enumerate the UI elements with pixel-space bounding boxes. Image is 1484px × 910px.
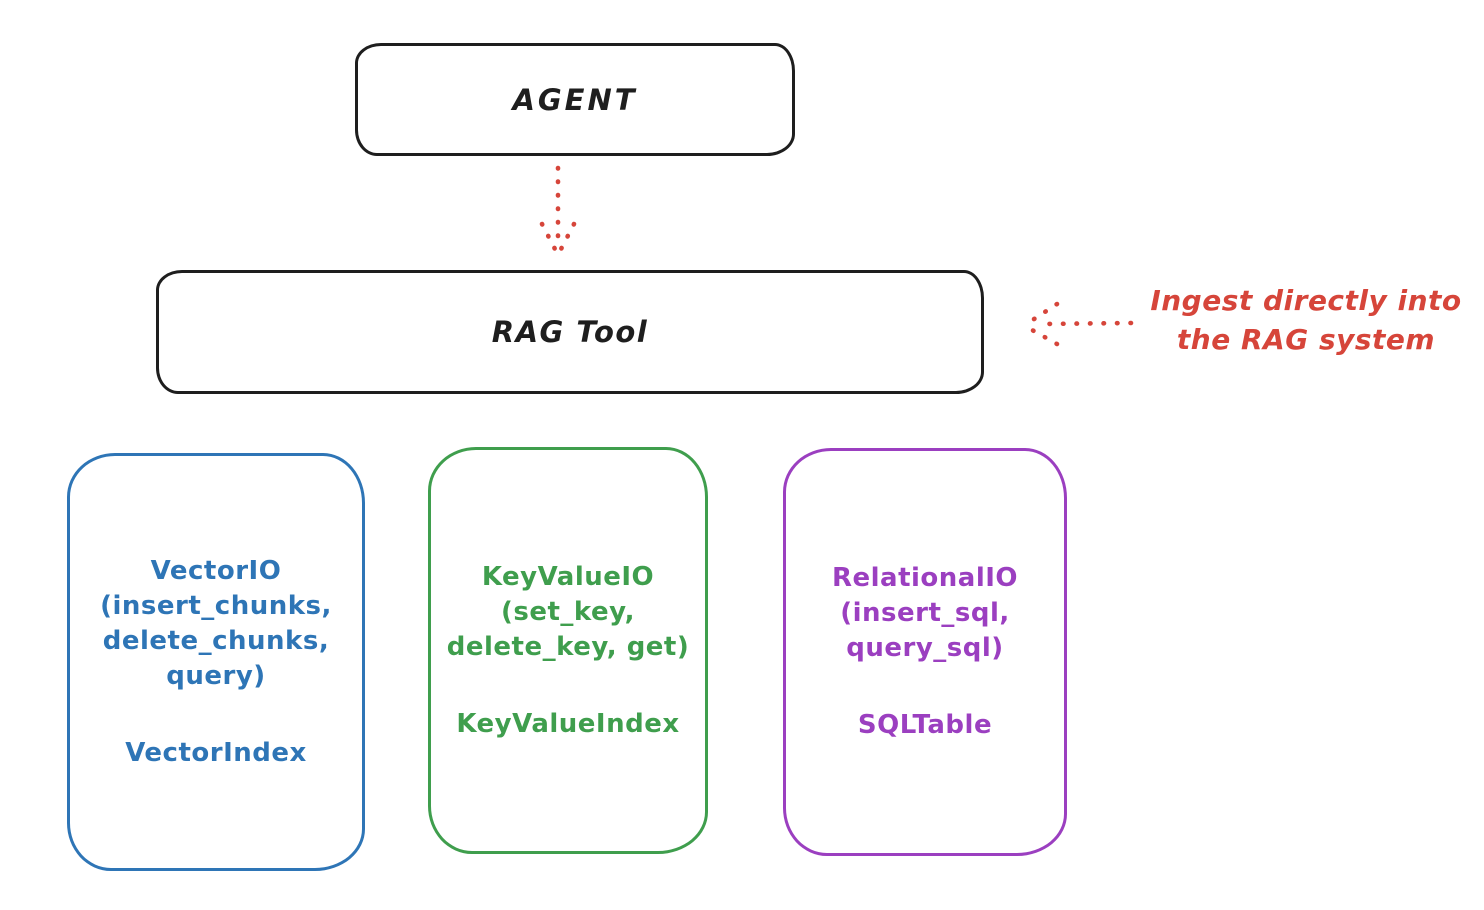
- relational-io-title-line: (insert_sql,: [840, 598, 1010, 628]
- relational-io-node: RelationalIO (insert_sql, query_sql) SQL…: [783, 448, 1067, 856]
- vector-io-title: VectorIO (insert_chunks, delete_chunks, …: [100, 554, 332, 694]
- vector-io-index-label: VectorIndex: [125, 737, 307, 768]
- keyvalue-io-title-line: KeyValueIO: [481, 561, 655, 592]
- agent-node-label: AGENT: [512, 82, 638, 117]
- ingest-annotation: Ingest directly into the RAG system: [1132, 281, 1480, 359]
- relational-io-title-line: query_sql): [846, 633, 1004, 663]
- annotation-to-ragtool-arrow: [1022, 301, 1134, 347]
- vector-io-title-line: VectorIO: [150, 555, 282, 586]
- vector-io-title-line: (insert_chunks,: [100, 590, 332, 621]
- agent-to-ragtool-arrow: [539, 165, 577, 256]
- keyvalue-io-title: KeyValueIO (set_key, delete_key, get): [447, 560, 690, 665]
- vector-io-node: VectorIO (insert_chunks, delete_chunks, …: [67, 453, 365, 871]
- relational-io-index-label: SQLTable: [857, 710, 993, 740]
- relational-io-title: RelationalIO (insert_sql, query_sql): [832, 561, 1018, 666]
- keyvalue-io-title-line: delete_key, get): [446, 631, 690, 662]
- ingest-annotation-line-2: the RAG system: [1176, 323, 1436, 356]
- vector-io-title-line: delete_chunks,: [102, 625, 330, 656]
- agent-node: AGENT: [355, 43, 795, 156]
- ingest-annotation-line-1: Ingest directly into: [1150, 284, 1462, 317]
- keyvalue-io-node: KeyValueIO (set_key, delete_key, get) Ke…: [428, 447, 708, 854]
- relational-io-title-line: RelationalIO: [831, 563, 1019, 593]
- keyvalue-io-title-line: (set_key,: [501, 596, 635, 627]
- rag-tool-node: RAG Tool: [156, 270, 984, 394]
- rag-tool-node-label: RAG Tool: [491, 315, 649, 349]
- keyvalue-io-index-label: KeyValueIndex: [456, 708, 680, 739]
- vector-io-title-line: query): [166, 660, 266, 691]
